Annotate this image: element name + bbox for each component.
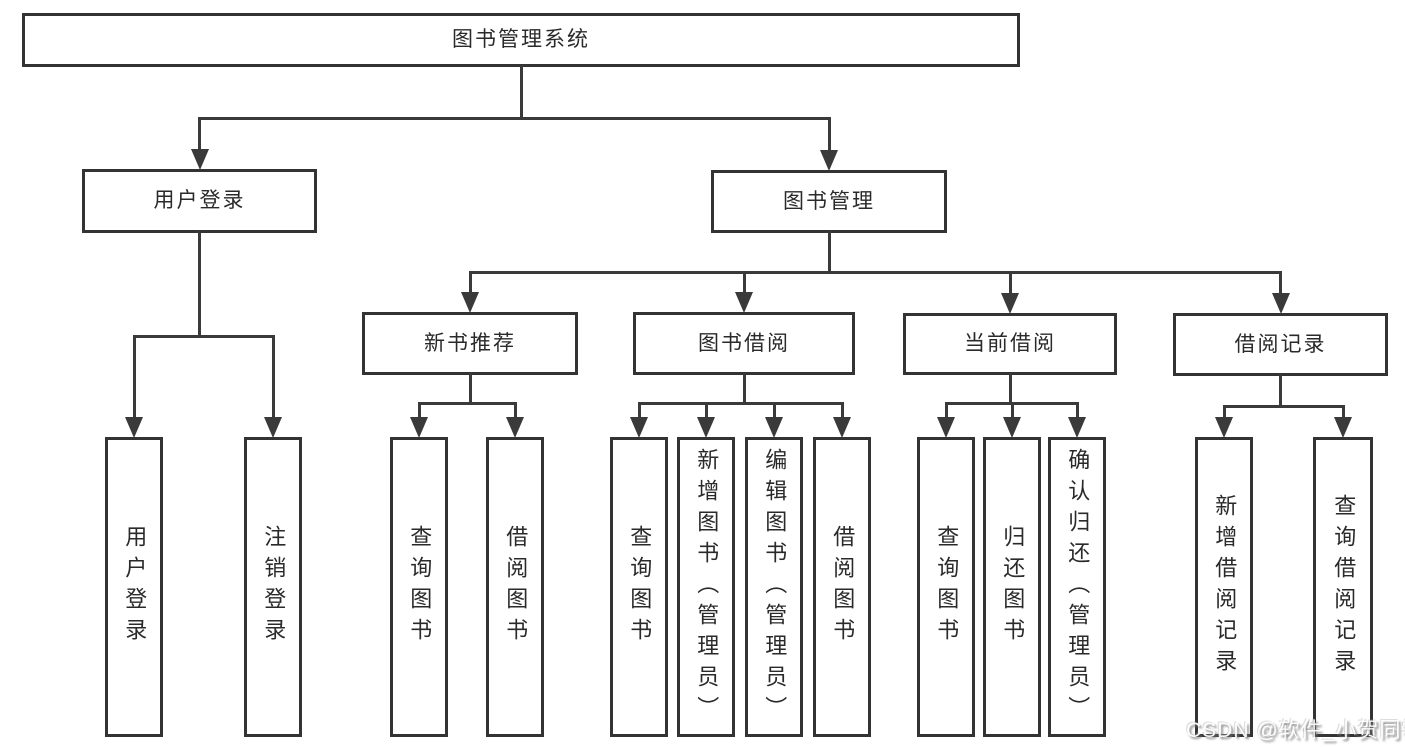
edge-line [417, 401, 421, 419]
arrow-down-icon [697, 417, 715, 438]
edge-line [1279, 270, 1282, 295]
edge-line [827, 116, 831, 152]
edge-line [1222, 404, 1226, 419]
arrow-down-icon [264, 417, 282, 438]
edge-line [132, 334, 136, 419]
watermark: CSDN @软件_小贺同学 [1186, 719, 1405, 742]
edge-line [198, 116, 201, 151]
edge-line [132, 334, 275, 338]
edge-line [742, 373, 746, 405]
edge-line [742, 270, 746, 294]
edge-line [468, 270, 472, 294]
edge-line [1008, 270, 1012, 295]
edge-line [704, 401, 708, 419]
node-nb-query: 查询图书 [390, 437, 448, 737]
arrow-down-icon [1271, 293, 1290, 314]
arrow-down-icon [735, 292, 753, 313]
edge-line [637, 401, 844, 405]
arrow-down-icon [937, 417, 955, 438]
edge-line [417, 401, 517, 405]
edge-line [198, 231, 201, 338]
edge-line [772, 401, 776, 419]
edge-line [1341, 404, 1345, 419]
edge-line [198, 116, 831, 120]
node-u-logout: 注销登录 [244, 437, 302, 737]
arrow-down-icon [190, 149, 209, 170]
arrow-down-icon [1001, 293, 1019, 314]
node-bb-borrow: 借阅图书 [813, 437, 871, 737]
arrow-down-icon [410, 417, 428, 438]
edge-line [519, 65, 523, 120]
edge-line [1279, 374, 1282, 408]
edge-line [1008, 373, 1012, 405]
node-cb-return: 归还图书 [983, 437, 1041, 737]
arrow-down-icon [1215, 417, 1233, 438]
node-u-login: 用户登录 [105, 437, 163, 737]
edge-line [1075, 401, 1079, 419]
node-root: 图书管理系统 [22, 13, 1020, 67]
node-bb-query: 查询图书 [610, 437, 668, 737]
edge-line [1010, 401, 1014, 419]
node-bb-edit: 编辑图书（管理员） [745, 437, 803, 737]
edge-line [840, 401, 844, 419]
edge-line [944, 401, 948, 419]
node-book-mgmt: 图书管理 [711, 170, 947, 233]
node-cb-confirm: 确认归还（管理员） [1048, 437, 1106, 737]
node-cb-query: 查询图书 [917, 437, 975, 737]
node-new-book: 新书推荐 [362, 312, 578, 375]
arrow-down-icon [461, 292, 479, 313]
node-bb-add: 新增图书（管理员） [677, 437, 735, 737]
node-user-login: 用户登录 [82, 169, 317, 233]
edge-line [468, 373, 472, 405]
arrow-down-icon [125, 417, 143, 438]
arrow-down-icon [820, 150, 838, 171]
node-br-query: 查询借阅记录 [1313, 437, 1373, 737]
node-nb-borrow: 借阅图书 [486, 437, 544, 737]
arrow-down-icon [1068, 417, 1086, 438]
arrow-down-icon [630, 417, 648, 438]
edge-line [1222, 404, 1345, 408]
edge-line [468, 270, 1282, 274]
arrow-down-icon [1003, 417, 1021, 438]
node-borrow-record: 借阅记录 [1173, 313, 1388, 376]
node-current-borrow: 当前借阅 [903, 313, 1117, 375]
edge-line [513, 401, 517, 419]
arrow-down-icon [506, 417, 524, 438]
arrow-down-icon [1334, 417, 1352, 438]
edge-line [271, 334, 275, 419]
edge-line [637, 401, 641, 419]
arrow-down-icon [833, 417, 851, 438]
arrow-down-icon [765, 417, 783, 438]
node-br-add: 新增借阅记录 [1195, 437, 1253, 737]
edge-line [827, 231, 831, 274]
node-book-borrow: 图书借阅 [633, 312, 855, 375]
